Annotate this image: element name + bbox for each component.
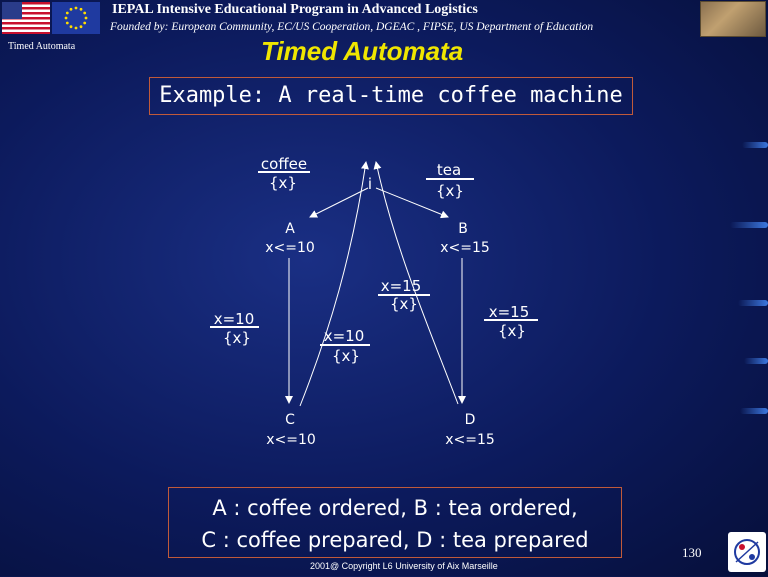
state-A-invariant: x<=10 <box>265 240 315 256</box>
edge-B-D-guard: x=15 <box>489 303 530 321</box>
state-A-label: A <box>285 221 295 237</box>
edge-B-D-reset: {x} <box>498 322 526 340</box>
edge-C-to-i <box>299 161 369 407</box>
state-D-label: D <box>465 412 476 428</box>
state-B-invariant: x<=15 <box>440 240 490 256</box>
edge-D-i-reset: {x} <box>390 295 418 313</box>
state-B-label: B <box>458 221 468 237</box>
state-C-invariant: x<=10 <box>266 432 316 448</box>
header-photo <box>700 1 766 37</box>
edge-i-A-reset: {x} <box>269 174 297 192</box>
program-title: IEPAL Intensive Educational Program in A… <box>112 2 478 17</box>
edge-D-i-guard: x=15 <box>381 277 422 295</box>
example-heading: Example: A real-time coffee machine <box>149 77 633 115</box>
state-i-label: i <box>368 175 372 193</box>
state-D-invariant: x<=15 <box>445 432 495 448</box>
edge-A-C-reset: {x} <box>223 329 251 347</box>
state-legend: A : coffee ordered, B : tea ordered, C :… <box>168 487 622 558</box>
background-streak <box>738 300 768 306</box>
edge-i-B-action: tea <box>437 161 461 179</box>
founded-by-text: Founded by: European Community, EC/US Co… <box>110 21 594 33</box>
slide-title: Timed Automata <box>261 36 464 66</box>
us-flag-icon <box>2 2 50 34</box>
state-C-label: C <box>285 412 295 428</box>
edge-A-C-guard: x=10 <box>214 310 255 328</box>
copyright-text: 2001@ Copyright L6 University of Aix Mar… <box>310 561 498 571</box>
background-streak <box>742 142 768 148</box>
legend-line-2: C : coffee prepared, D : tea prepared <box>201 528 589 552</box>
edge-i-A-action: coffee <box>261 155 307 173</box>
university-logo <box>728 532 766 572</box>
edge-C-i-guard: x=10 <box>324 327 365 345</box>
background-streak <box>740 408 768 414</box>
edge-C-i-reset: {x} <box>332 347 360 365</box>
edge-i-to-B <box>375 187 449 219</box>
edge-D-to-i <box>373 161 459 405</box>
section-label: Timed Automata <box>8 41 76 52</box>
edge-i-B-reset: {x} <box>436 182 464 200</box>
edge-i-to-A <box>309 187 369 218</box>
eu-flag-icon <box>52 2 100 34</box>
page-number: 130 <box>682 545 702 560</box>
background-streak <box>730 222 768 228</box>
background-streak <box>744 358 768 364</box>
legend-line-1: A : coffee ordered, B : tea ordered, <box>212 496 578 520</box>
